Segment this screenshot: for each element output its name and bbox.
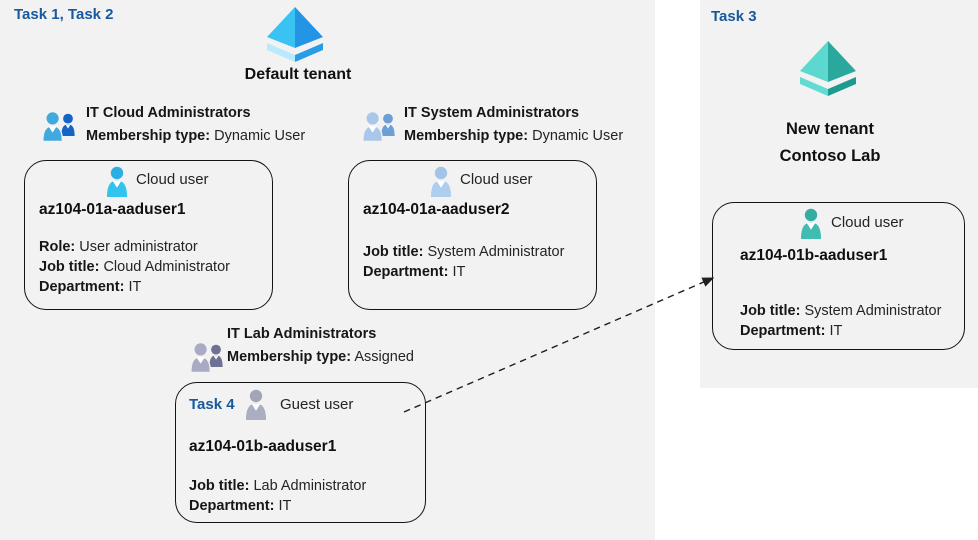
user-name: az104-01b-aaduser1 (740, 247, 888, 264)
group-system-admins-membership: Membership type: Dynamic User (404, 128, 623, 144)
user-type-label: Cloud user (831, 214, 904, 231)
group-lab-admins-membership: Membership type: Assigned (227, 349, 414, 365)
group-system-admins-title: IT System Administrators (404, 105, 580, 121)
user-type-label: Guest user (280, 396, 354, 413)
membership-type-label: Membership type: (86, 128, 211, 144)
user-name: az104-01a-aaduser1 (39, 201, 186, 218)
default-tenant-title: Default tenant (244, 66, 352, 83)
default-tenant-icon (263, 6, 327, 62)
cloud-user1-card: Cloud user az104-01a-aaduser1 Role: User… (24, 160, 273, 310)
guest-user-card: Task 4 Guest user az104-01b-aaduser1 Job… (175, 382, 426, 523)
group-cloud-admins-title: IT Cloud Administrators (86, 105, 251, 121)
group-system-admins-icon (360, 109, 398, 142)
user-type-label: Cloud user (460, 171, 533, 188)
user-role-line: Role: User administrator (39, 239, 198, 255)
membership-type-label: Membership type: (227, 349, 352, 365)
user-type-label: Cloud user (136, 171, 209, 188)
user-department-line: Department: IT (363, 264, 466, 280)
user-department-line: Department: IT (740, 323, 843, 339)
group-lab-admins-title: IT Lab Administrators (227, 326, 377, 342)
default-tenant-region (0, 0, 655, 540)
guest-user-icon (244, 389, 268, 420)
task-3-label: Task 3 (711, 8, 757, 25)
user-jobtitle-line: Job title: Cloud Administrator (39, 259, 230, 275)
membership-type-label: Membership type: (404, 128, 529, 144)
cloud-user-icon (429, 166, 453, 197)
cloud-user2-card: Cloud user az104-01a-aaduser2 Job title:… (348, 160, 597, 310)
group-cloud-admins-icon (40, 109, 78, 142)
membership-type-value: Dynamic User (214, 128, 306, 144)
user-name: az104-01a-aaduser2 (363, 201, 510, 218)
user-jobtitle-line: Job title: Lab Administrator (189, 478, 367, 494)
membership-type-value: Assigned (354, 349, 414, 365)
user-name: az104-01b-aaduser1 (189, 438, 337, 455)
new-tenant-user-card: Cloud user az104-01b-aaduser1 Job title:… (712, 202, 965, 350)
cloud-user-icon (799, 208, 823, 239)
user-department-line: Department: IT (189, 498, 292, 514)
new-tenant-name: Contoso Lab (779, 147, 881, 165)
user-jobtitle-line: Job title: System Administrator (740, 303, 942, 319)
task-1-2-label: Task 1, Task 2 (14, 6, 114, 23)
task-4-label: Task 4 (189, 396, 235, 413)
user-department-line: Department: IT (39, 279, 142, 295)
new-tenant-icon (796, 40, 860, 96)
user-details: Job title: System Administrator Departme… (740, 301, 941, 341)
user-details: Role: User administrator Job title: Clou… (39, 237, 230, 297)
group-cloud-admins-membership: Membership type: Dynamic User (86, 128, 305, 144)
group-lab-admins-icon (188, 340, 226, 373)
user-details: Job title: System Administrator Departme… (363, 242, 564, 282)
membership-type-value: Dynamic User (532, 128, 624, 144)
new-tenant-title: New tenant (785, 120, 874, 138)
cloud-user-icon (105, 166, 129, 197)
user-jobtitle-line: Job title: System Administrator (363, 244, 565, 260)
user-details: Job title: Lab Administrator Department:… (189, 476, 366, 516)
